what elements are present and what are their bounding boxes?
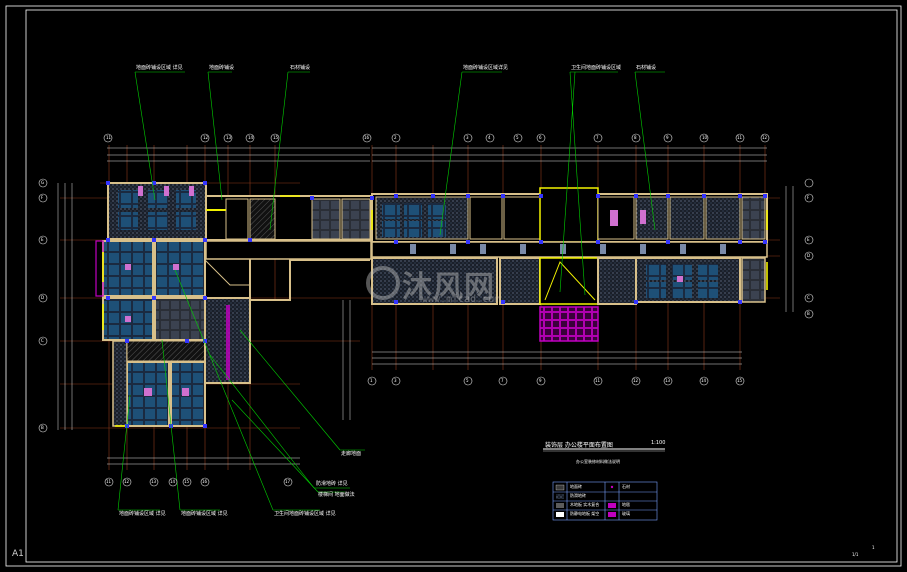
- watermark-logo-icon: [366, 266, 400, 300]
- axis-top-left-3: 13: [226, 135, 232, 140]
- axis-top-right-7: 8: [634, 135, 637, 140]
- axis-bottom-left-1: 11: [106, 479, 112, 484]
- legend-label-4: 防静电地板 架空: [570, 511, 600, 516]
- axis-bottom-right-4: 7: [501, 378, 504, 383]
- callout-top-4: 地面砖铺设区域详见: [463, 65, 509, 71]
- legend-table: [552, 481, 658, 521]
- sheet-total: 1/1: [852, 552, 859, 557]
- left-wing: [95, 182, 251, 427]
- axis-right-1: F: [807, 195, 810, 200]
- axis-bottom-left-4: 14: [170, 479, 176, 484]
- axis-bottom-right-8: 13: [665, 378, 671, 383]
- sheet-number: 1: [872, 545, 875, 550]
- axis-top-left-5: 15: [273, 135, 279, 140]
- dimension-lines: [57, 147, 794, 465]
- legend-label-4b: 玻璃: [622, 511, 630, 516]
- axis-bottom-right-6: 11: [595, 378, 601, 383]
- axis-top-right-5: 6: [539, 135, 542, 140]
- axis-top-right-11: 12: [762, 135, 768, 140]
- axis-right-3: D: [807, 253, 811, 258]
- axis-right-5: B: [807, 311, 810, 316]
- callout-bottom-5: 楼梯间 地面做法: [318, 492, 355, 498]
- axis-top-right-6: 7: [596, 135, 599, 140]
- axis-top-left-6: 16: [364, 135, 370, 140]
- watermark-brand: 沐风网: [402, 270, 495, 305]
- axis-left-5: C: [41, 338, 44, 343]
- axis-bottom-right-2: 3: [394, 378, 397, 383]
- axis-top-right-10: 11: [737, 135, 743, 140]
- callout-top-6: 石材铺设: [636, 65, 657, 71]
- axis-left-3: E: [41, 237, 44, 242]
- axis-top-right-4: 5: [516, 135, 519, 140]
- legend-label-1: 地面砖: [570, 484, 582, 489]
- axis-bottom-left-2: 12: [124, 479, 130, 484]
- callout-bottom-2: 地面砖铺设区域 详见: [181, 511, 228, 517]
- axis-left-1: G: [41, 180, 45, 185]
- legend-label-2: 防滑地砖: [570, 493, 586, 498]
- axis-top-left-2: 12: [203, 135, 209, 140]
- entrance-steps: [539, 306, 599, 342]
- axis-top-right-8: 9: [666, 135, 669, 140]
- callout-top-2: 地面砖铺设: [209, 65, 235, 71]
- axis-top-left-1: 11: [106, 135, 112, 140]
- callout-top-5: 卫生间地面砖铺设区域: [571, 65, 622, 71]
- axis-left-4: D: [41, 295, 45, 300]
- axis-right-2: E: [807, 237, 810, 242]
- callout-bottom-6: 走廊地面: [341, 451, 362, 457]
- wall-highlights: [102, 195, 768, 427]
- plan-title: 装饰层 办公楼平面布置图: [545, 442, 613, 449]
- axis-left-2: F: [41, 195, 44, 200]
- outer-frame: [5, 5, 902, 567]
- sheet-label: A1: [12, 549, 24, 559]
- callout-bottom-4: 防滑地砖 详见: [316, 481, 348, 487]
- axis-left-6: B: [41, 425, 44, 430]
- central-corridor: [205, 195, 372, 301]
- axis-bottom-left-6: 16: [202, 479, 208, 484]
- callout-bottom-3: 卫生间地面砖铺设区域 详见: [274, 511, 336, 517]
- axis-bottom-right-9: 14: [701, 378, 707, 383]
- watermark-url: www.mfcad.com: [422, 294, 501, 305]
- axis-bottom-right-5: 9: [539, 378, 542, 383]
- axis-bottom-left-5: 15: [184, 479, 190, 484]
- axis-right-4: C: [807, 295, 810, 300]
- axis-bottom-right-10: 15: [737, 378, 743, 383]
- callout-top-3: 石材铺设: [290, 65, 311, 71]
- legend-label-3: 木地板 实木复合: [570, 502, 600, 507]
- axis-bottom-left-3: 13: [151, 479, 157, 484]
- columns: [106, 181, 767, 428]
- legend-label-1b: 石材: [622, 484, 630, 489]
- axis-top-right-1: 2: [394, 135, 397, 140]
- plan-subtitle: 办公室装修材料做法说明: [576, 459, 620, 464]
- inner-frame: [25, 9, 898, 563]
- axis-bottom-left-7: 17: [285, 479, 291, 484]
- axis-top-left-4: 14: [248, 135, 254, 140]
- axis-bottom-right-3: 5: [466, 378, 469, 383]
- legend-label-3b: 地毯: [622, 502, 630, 507]
- axis-top-right-3: 4: [488, 135, 491, 140]
- axis-top-right-9: 10: [702, 135, 708, 140]
- axis-bottom-right-1: 1: [370, 378, 373, 383]
- axis-bottom-right-7: 12: [633, 378, 639, 383]
- callout-top-1: 地面砖铺设区域 详见: [136, 65, 183, 71]
- axis-bubbles: [38, 133, 814, 487]
- plan-scale: 1:100: [651, 440, 666, 446]
- axis-top-right-2: 3: [466, 135, 469, 140]
- callout-bottom-1: 地面砖铺设区域 详见: [119, 511, 166, 517]
